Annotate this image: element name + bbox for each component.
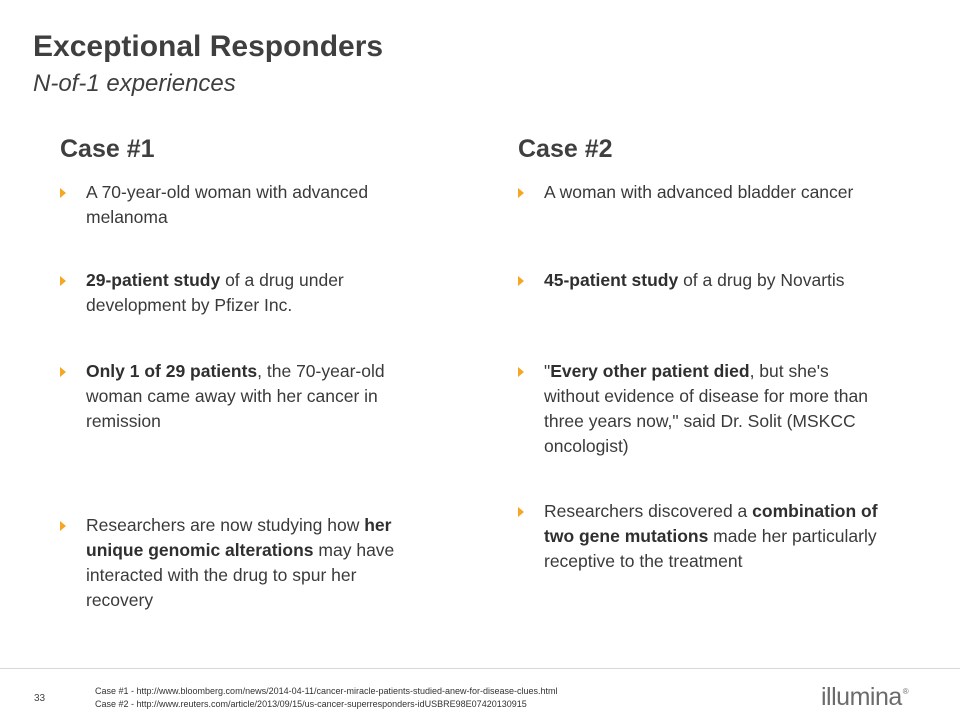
bullet-arrow-icon bbox=[60, 521, 66, 531]
text-run: A woman with advanced bladder cancer bbox=[544, 182, 854, 202]
case-2-bullet: 45-patient study of a drug by Novartis bbox=[518, 268, 878, 293]
bold-run: Only 1 of 29 patients bbox=[86, 361, 258, 381]
footer-references: Case #1 - http://www.bloomberg.com/news/… bbox=[95, 685, 558, 711]
bullet-arrow-icon bbox=[60, 367, 66, 377]
case-2-column: Case #2 A woman with advanced bladder ca… bbox=[518, 135, 908, 571]
text-run: of a drug by Novartis bbox=[678, 270, 845, 290]
case-2-bullet: A woman with advanced bladder cancer bbox=[518, 180, 878, 205]
bold-run: Every other patient died bbox=[550, 361, 750, 381]
footer-divider bbox=[0, 668, 960, 669]
text-run: Researchers are now studying how bbox=[86, 515, 365, 535]
bullet-arrow-icon bbox=[60, 188, 66, 198]
slide-subtitle: N-of-1 experiences bbox=[33, 70, 236, 97]
case-1-bullet-text: A 70-year-old woman with advanced melano… bbox=[86, 180, 421, 230]
reference-case-1: Case #1 - http://www.bloomberg.com/news/… bbox=[95, 686, 558, 696]
bullet-arrow-icon bbox=[518, 276, 524, 286]
case-2-bullet-text: Researchers discovered a combination of … bbox=[544, 499, 879, 574]
text-run: " bbox=[544, 361, 551, 381]
text-run: , but she's without evidence of disease … bbox=[544, 361, 868, 456]
text-run: Researchers discovered a bbox=[544, 501, 753, 521]
text-run: , the 70-year-old woman came away with h… bbox=[86, 361, 385, 431]
text-run: A 70-year-old woman with advanced melano… bbox=[86, 182, 369, 227]
slide-title: Exceptional Responders bbox=[33, 30, 384, 63]
case-2-bullet: "Every other patient died, but she's wit… bbox=[518, 359, 878, 459]
bold-run: combination of two gene mutations bbox=[544, 501, 878, 546]
case-1-bullet-text: Only 1 of 29 patients, the 70-year-old w… bbox=[86, 359, 421, 434]
case-2-bullet: Researchers discovered a combination of … bbox=[518, 499, 878, 574]
reference-case-2: Case #2 - http://www.reuters.com/article… bbox=[95, 699, 527, 709]
case-2-bullet-text: A woman with advanced bladder cancer bbox=[544, 180, 879, 205]
case-1-title: Case #1 bbox=[60, 135, 155, 163]
illumina-logo: illumina® bbox=[821, 683, 909, 712]
bullet-arrow-icon bbox=[518, 367, 524, 377]
bold-run: 45-patient study bbox=[544, 270, 679, 290]
text-run: of a drug under development by Pfizer In… bbox=[86, 270, 344, 315]
bullet-arrow-icon bbox=[518, 188, 524, 198]
case-1-column: Case #1 A 70-year-old woman with advance… bbox=[60, 135, 450, 610]
page-number: 33 bbox=[34, 693, 46, 704]
text-run: may have interacted with the drug to spu… bbox=[86, 540, 395, 610]
bold-run: her unique genomic alterations bbox=[86, 515, 392, 560]
case-2-title: Case #2 bbox=[518, 135, 613, 163]
case-1-bullet: Researchers are now studying how her uni… bbox=[60, 513, 420, 613]
case-2-bullet-text: "Every other patient died, but she's wit… bbox=[544, 359, 879, 459]
case-1-bullet-text: 29-patient study of a drug under develop… bbox=[86, 268, 421, 318]
bullet-arrow-icon bbox=[518, 507, 524, 517]
case-1-bullet-text: Researchers are now studying how her uni… bbox=[86, 513, 421, 613]
registered-mark: ® bbox=[902, 687, 909, 696]
case-1-bullet: A 70-year-old woman with advanced melano… bbox=[60, 180, 420, 230]
logo-wordmark: illumina bbox=[821, 683, 902, 711]
case-1-bullet: 29-patient study of a drug under develop… bbox=[60, 268, 420, 318]
text-run: made her particularly receptive to the t… bbox=[544, 526, 877, 571]
bold-run: 29-patient study bbox=[86, 270, 221, 290]
bullet-arrow-icon bbox=[60, 276, 66, 286]
case-1-bullet: Only 1 of 29 patients, the 70-year-old w… bbox=[60, 359, 420, 434]
case-2-bullet-text: 45-patient study of a drug by Novartis bbox=[544, 268, 879, 293]
